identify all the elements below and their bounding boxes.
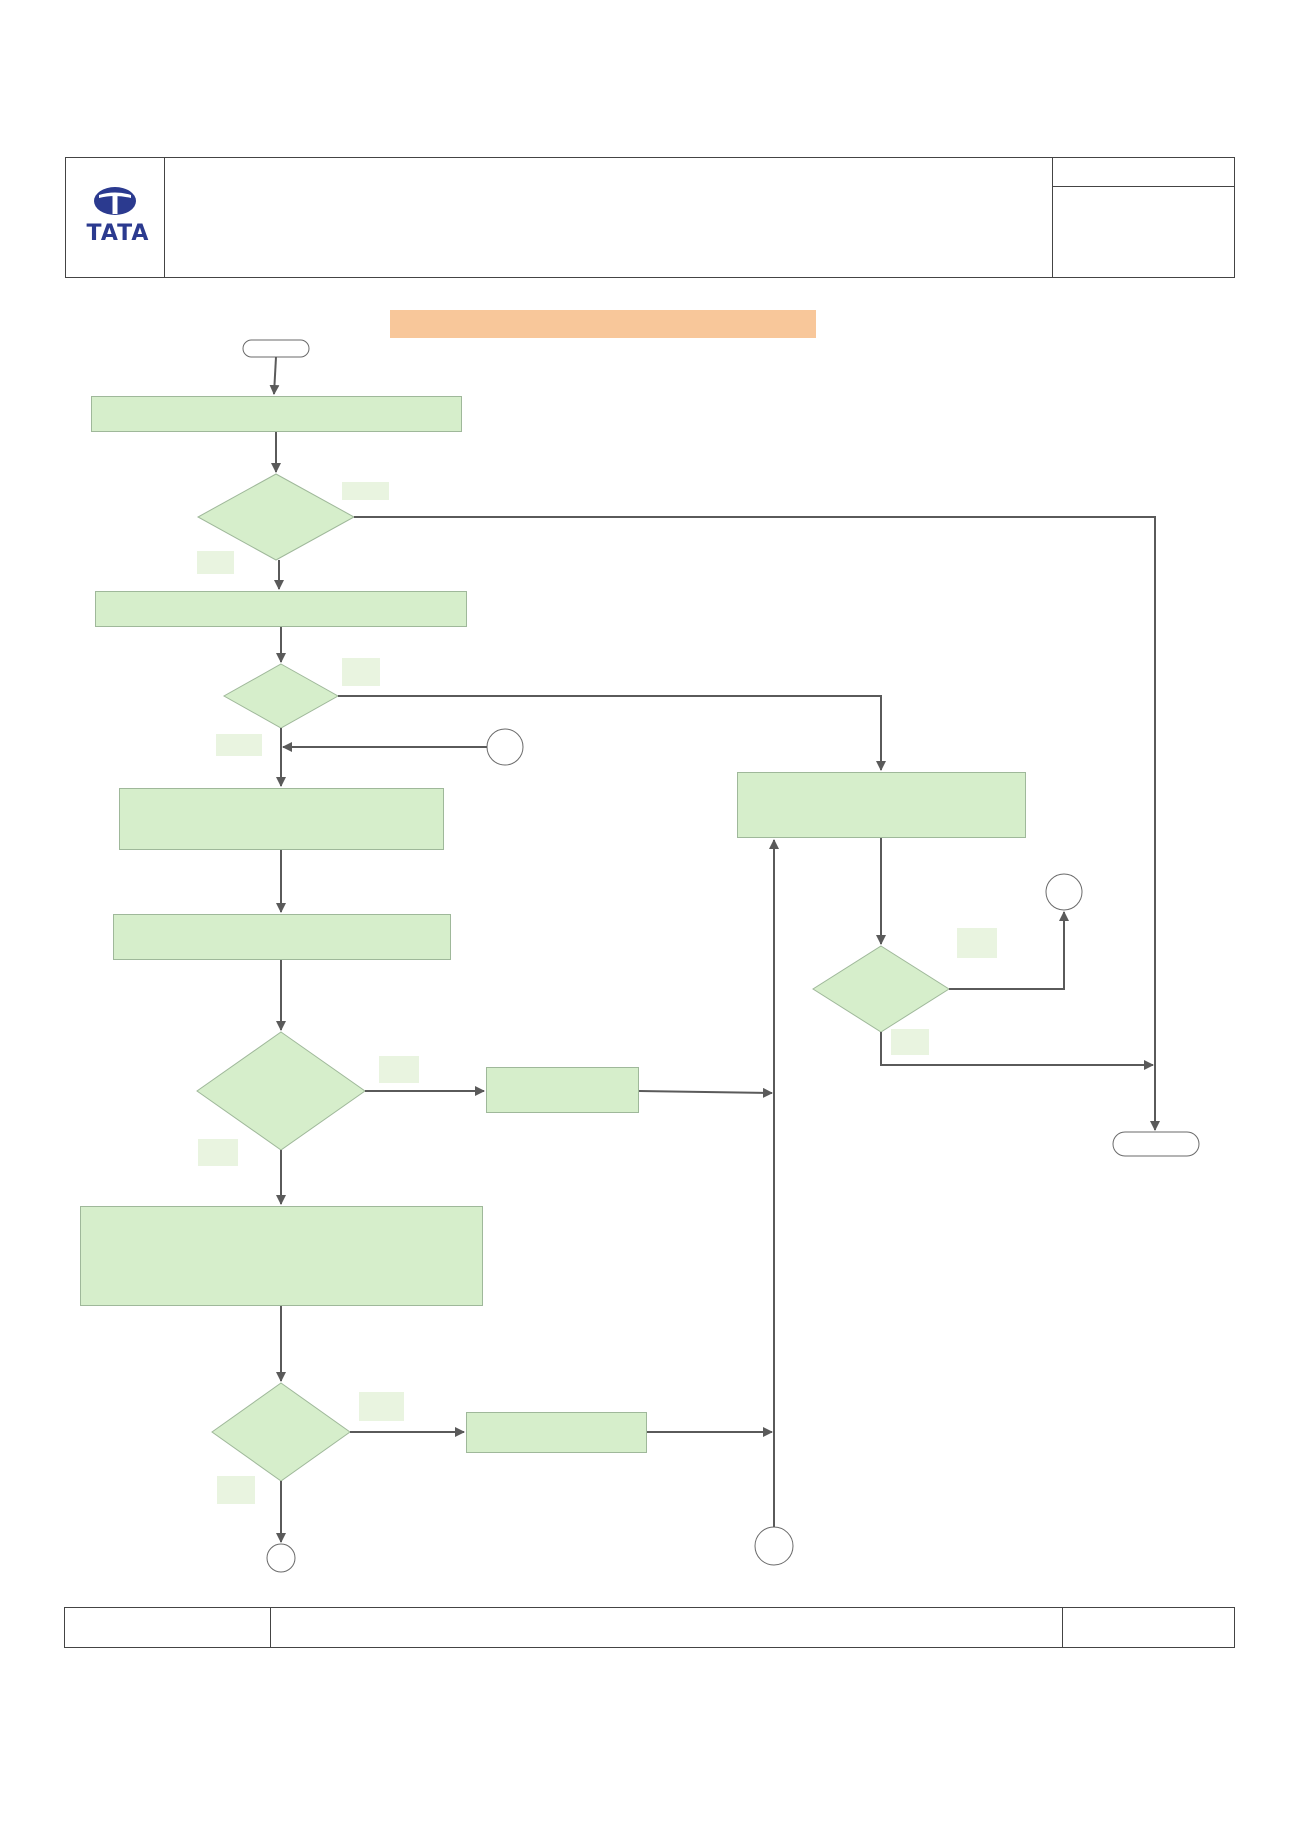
logo-wordmark: TATA: [86, 221, 150, 246]
header-logo-cell: [65, 157, 165, 278]
flow-arrow: [880, 1032, 1154, 1070]
branch-label-tag: [379, 1056, 419, 1083]
branch-label-tag: [198, 1139, 238, 1166]
branch-label-tag: [957, 928, 997, 958]
footer-left-cell: [64, 1607, 271, 1648]
connector-circle: [1045, 873, 1083, 911]
process-box-5: [80, 1206, 483, 1306]
branch-label-tag: [342, 658, 380, 686]
branch-label-tag: [217, 1476, 255, 1504]
process-box-7: [466, 1412, 647, 1453]
process-box-4: [113, 914, 451, 960]
decision-diamond-4: [211, 1382, 351, 1482]
connector-circle: [486, 728, 524, 766]
flow-arrow: [354, 516, 1160, 1131]
branch-label-tag: [891, 1029, 929, 1055]
end-terminator: [1112, 1131, 1200, 1157]
branch-label-tag: [197, 551, 234, 574]
process-box-8: [737, 772, 1026, 838]
process-box-3: [119, 788, 444, 850]
flowchart-title-band: [390, 310, 816, 338]
header-docinfo-cell-bottom: [1052, 186, 1235, 278]
branch-label-tag: [216, 734, 262, 756]
decision-diamond-5: [812, 945, 950, 1033]
header-title-cell: [164, 157, 1053, 278]
decision-diamond-2: [222, 663, 340, 729]
tata-logo-icon: [94, 187, 136, 215]
decision-diamond-3: [196, 1031, 366, 1151]
start-terminator: [242, 339, 310, 358]
decision-diamond-1: [196, 473, 356, 561]
footer-right-cell: [1062, 1607, 1235, 1648]
flow-arrow: [338, 695, 886, 771]
connector-circle: [266, 1543, 296, 1573]
flow-arrow: [638, 1087, 773, 1098]
process-box-6: [486, 1067, 639, 1113]
header-docinfo-cell-top: [1052, 157, 1235, 187]
connector-circle: [754, 1526, 794, 1566]
branch-label-tag: [359, 1392, 404, 1421]
branch-label-tag: [342, 482, 389, 500]
process-box-1: [91, 396, 462, 432]
flow-arrow: [949, 911, 1069, 990]
flow-arrow: [269, 356, 280, 395]
process-box-2: [95, 591, 467, 627]
